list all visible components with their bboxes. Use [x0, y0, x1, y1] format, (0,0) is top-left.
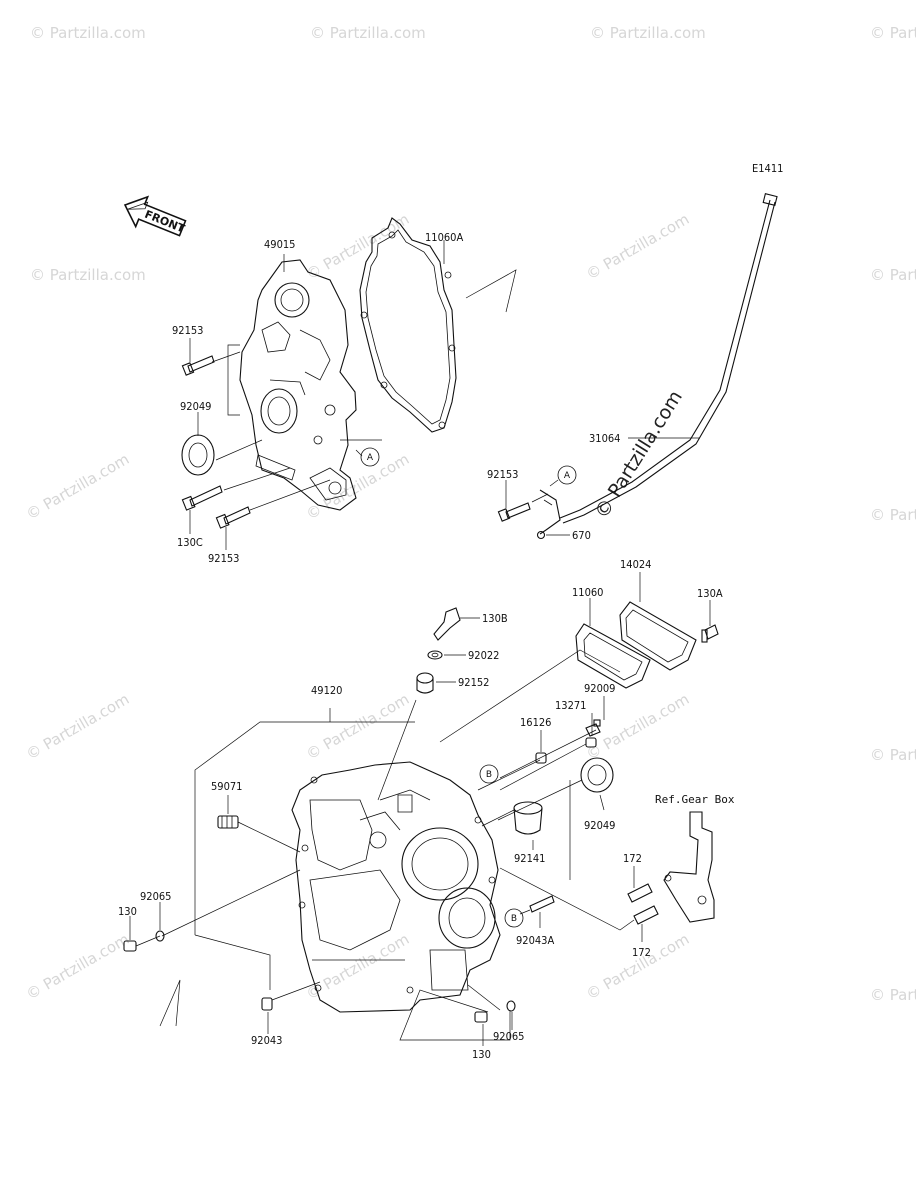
washer-92065-left: [155, 930, 165, 942]
cover-14024: [619, 601, 697, 671]
part-label-130A: 130A: [697, 587, 723, 600]
watermark: © Partzilla.com: [870, 266, 916, 284]
part-label-92049: 92049: [180, 400, 211, 413]
svg-text:A: A: [564, 471, 571, 481]
ref-marker-a-right: A: [557, 465, 577, 485]
svg-text:B: B: [486, 770, 492, 780]
watermark: © Partzilla.com: [303, 450, 412, 523]
sensor-59071: [217, 815, 239, 829]
part-label-92065: 92065: [493, 1030, 524, 1043]
diagram-code: E1411: [752, 162, 783, 175]
part-label-130: 130: [118, 905, 137, 918]
part-label-92065: 92065: [140, 890, 171, 903]
part-label-130B: 130B: [482, 612, 508, 625]
stud-172-top: [627, 883, 653, 903]
gasket-11060: [575, 623, 651, 689]
oil-seal-92049-bottom: [580, 757, 614, 793]
watermark: © Partzilla.com: [583, 210, 692, 283]
gear-box-bracket: [663, 811, 715, 923]
part-label-130C: 130C: [177, 536, 203, 549]
part-label-670: 670: [572, 529, 591, 542]
part-label-49015: 49015: [264, 238, 295, 251]
part-label-49120: 49120: [311, 684, 342, 697]
part-label-11060: 11060: [572, 586, 603, 599]
bolt-92153-right: [497, 502, 531, 522]
part-label-11060A: 11060A: [425, 231, 463, 244]
watermark: © Partzilla.com: [583, 690, 692, 763]
breather-130B: [433, 607, 461, 641]
dowel-92043A: [529, 895, 555, 913]
ref-marker-a-top: A: [360, 447, 380, 467]
watermark: © Partzilla.com: [870, 506, 916, 524]
washer-92022: [427, 650, 443, 660]
part-label-16126: 16126: [520, 716, 551, 729]
watermark: © Partzilla.com: [30, 266, 146, 284]
part-label-92043: 92043: [251, 1034, 282, 1047]
part-label-13271: 13271: [555, 699, 586, 712]
oil-seal-92049-top: [181, 434, 215, 476]
part-label-172: 172: [623, 852, 642, 865]
watermark: © Partzilla.com: [870, 24, 916, 42]
part-label-130: 130: [472, 1048, 491, 1061]
part-labels: 49015 11060A 92153 92049 130C 92153 3106…: [118, 231, 735, 1061]
part-label-92043A: 92043A: [516, 934, 554, 947]
oil-seal-92152: [416, 672, 434, 694]
ref-marker-b-top: B: [479, 764, 499, 784]
pin-16126: [535, 752, 547, 764]
gasket-11060A: [359, 217, 457, 433]
ref-marker-b-bottom: B: [504, 908, 524, 928]
watermark: © Partzilla.com: [23, 690, 132, 763]
watermark: © Partzilla.com: [870, 986, 916, 1004]
reference-note: Ref.Gear Box: [655, 793, 735, 806]
part-label-31064: 31064: [589, 432, 620, 445]
front-cover-49015: [239, 259, 357, 511]
watermark: © Partzilla.com: [23, 450, 132, 523]
watermark-large: © Partzilla.com: [591, 387, 687, 523]
front-arrow-icon: FRONT: [123, 195, 187, 237]
watermark: © Partzilla.com: [30, 24, 146, 42]
part-label-92153: 92153: [208, 552, 239, 565]
part-label-92153: 92153: [487, 468, 518, 481]
part-label-92049: 92049: [584, 819, 615, 832]
watermark: © Partzilla.com: [583, 930, 692, 1003]
bolt-130C: [181, 485, 223, 511]
crankcase-49120: [291, 761, 501, 1013]
dipstick-31064: [539, 193, 778, 535]
part-label-172: 172: [632, 946, 651, 959]
watermark: © Partzilla.com: [23, 930, 132, 1003]
part-label-14024: 14024: [620, 558, 651, 571]
bolt-92153-bottom: [215, 506, 251, 529]
svg-text:B: B: [511, 914, 517, 924]
part-label-92152: 92152: [458, 676, 489, 689]
watermark: © Partzilla.com: [310, 24, 426, 42]
watermark: © Partzilla.com: [590, 24, 706, 42]
watermark: © Partzilla.com: [303, 930, 412, 1003]
collar-92141: [513, 801, 543, 835]
watermark: © Partzilla.com: [870, 746, 916, 764]
part-label-92009: 92009: [584, 682, 615, 695]
bolt-92153-top: [181, 355, 215, 376]
nut-13271: [585, 737, 597, 748]
bolt-130A: [701, 624, 719, 643]
part-label-92022: 92022: [468, 649, 499, 662]
part-label-92141: 92141: [514, 852, 545, 865]
stud-172-bottom: [633, 905, 659, 925]
part-label-92153: 92153: [172, 324, 203, 337]
washer-92065-bottom: [506, 1000, 516, 1012]
svg-text:A: A: [367, 453, 374, 463]
oring-670: [536, 530, 546, 540]
dowel-92043: [261, 997, 273, 1011]
bolt-130-bottom: [474, 1011, 488, 1023]
part-label-59071: 59071: [211, 780, 242, 793]
